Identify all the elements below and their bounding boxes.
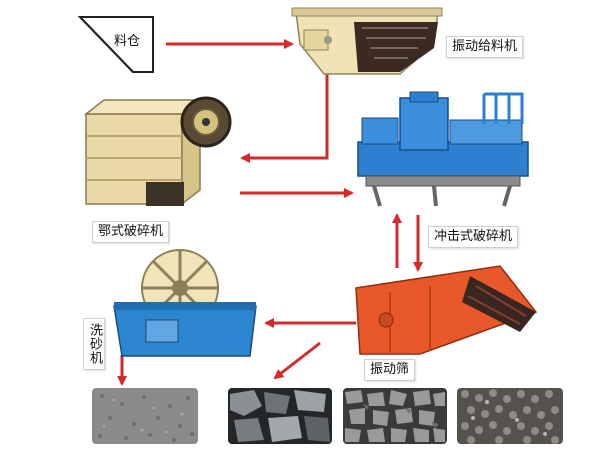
arrow-screen-to-stones: [273, 341, 321, 380]
impact-crusher-label: 冲击式破碎机: [428, 226, 519, 248]
vibrating-screen-icon: [355, 265, 538, 355]
arrow-feeder-to-jaw: [240, 72, 329, 163]
medium-stones-image: [343, 388, 447, 444]
hopper-label: 料仓: [114, 34, 141, 49]
sand-washer-label: 洗砂机: [83, 318, 105, 370]
fine-sand-image: [92, 388, 198, 444]
large-stones-image: [228, 388, 332, 444]
vibrating-feeder-label: 振动给料机: [446, 36, 524, 58]
impact-crusher-icon: [357, 91, 529, 207]
vibrating-feeder-icon: [291, 7, 443, 75]
jaw-crusher-icon: [84, 96, 232, 206]
vibrating-screen-label: 振动筛: [364, 359, 416, 381]
sand-washer-icon: [113, 249, 257, 357]
small-gravel-image: [457, 388, 563, 444]
hopper-icon: [78, 16, 154, 73]
jaw-crusher-label: 鄂式破碎机: [92, 221, 170, 243]
